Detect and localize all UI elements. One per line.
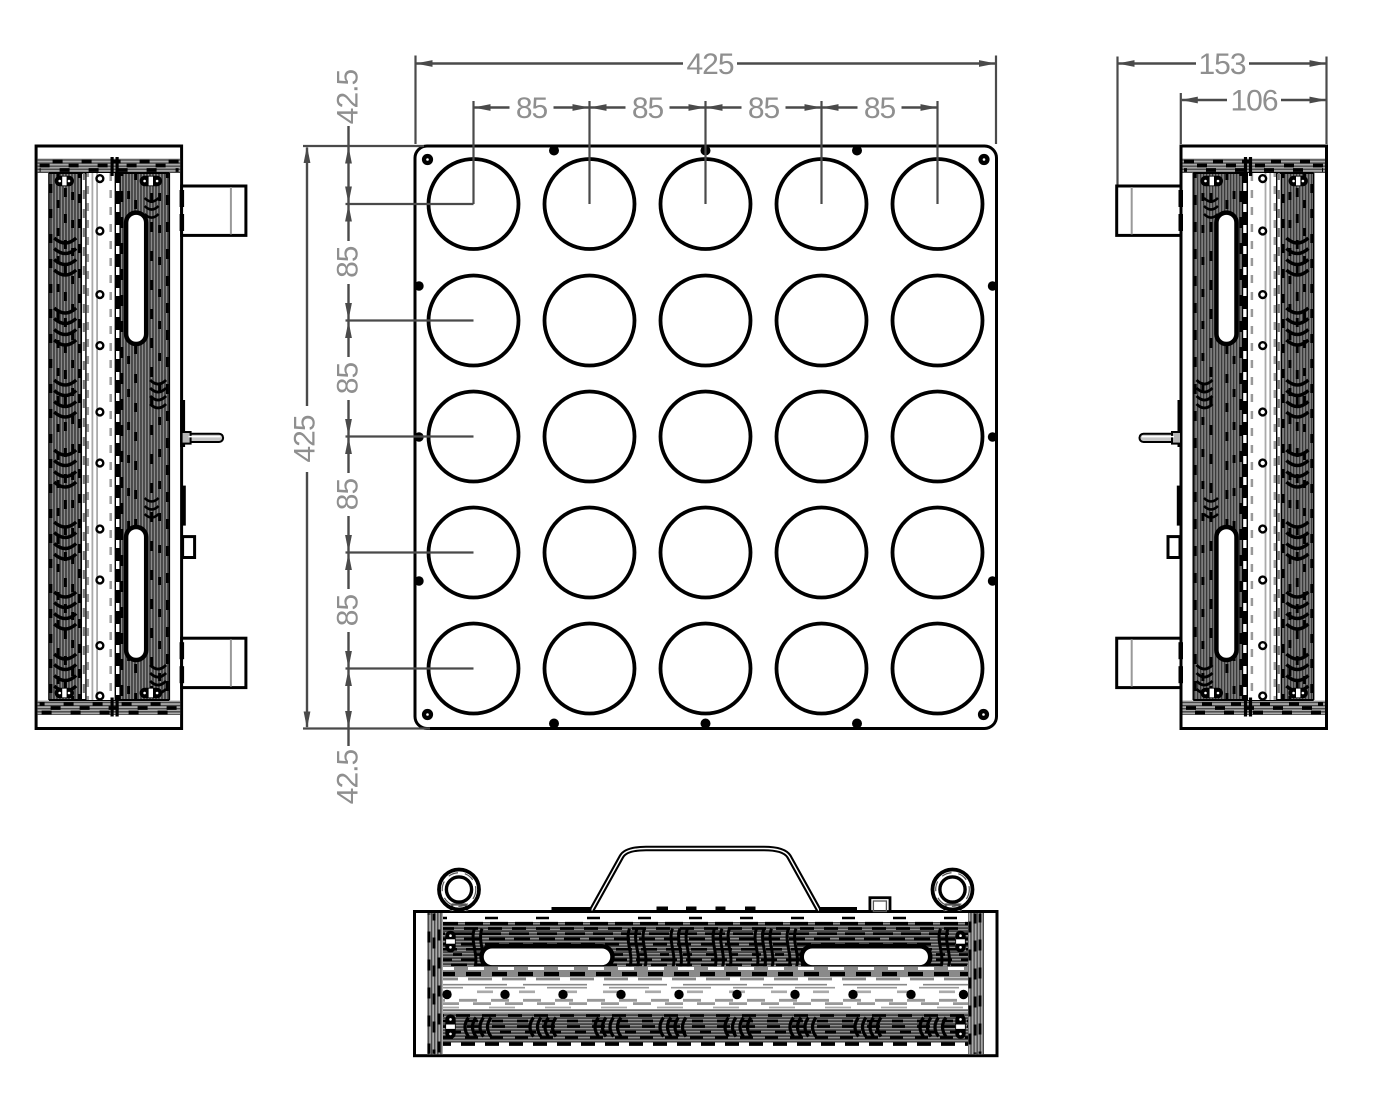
svg-text:85: 85 xyxy=(332,246,365,278)
svg-text:153: 153 xyxy=(1198,48,1245,81)
svg-text:42.5: 42.5 xyxy=(332,749,365,804)
svg-text:85: 85 xyxy=(332,479,365,511)
svg-text:85: 85 xyxy=(332,363,365,395)
svg-text:425: 425 xyxy=(289,415,322,462)
svg-text:85: 85 xyxy=(632,92,664,125)
svg-text:85: 85 xyxy=(332,595,365,627)
svg-text:85: 85 xyxy=(748,92,780,125)
svg-text:106: 106 xyxy=(1230,85,1277,118)
svg-text:85: 85 xyxy=(864,92,896,125)
svg-text:425: 425 xyxy=(686,48,733,81)
svg-text:42.5: 42.5 xyxy=(332,69,365,124)
svg-text:85: 85 xyxy=(516,92,548,125)
